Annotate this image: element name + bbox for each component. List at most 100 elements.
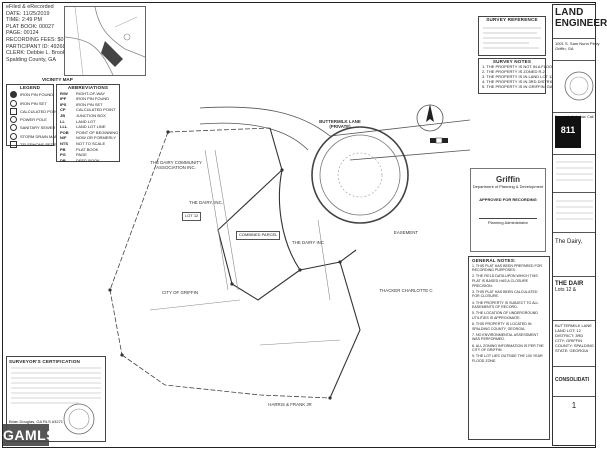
abbreviation-row: IPF IRON PIN FOUND: [60, 96, 116, 101]
abbreviation-code: PB: [60, 146, 66, 152]
revisions: [553, 193, 595, 233]
general-notes-title: GENERAL NOTES:: [472, 258, 516, 263]
recording-stamp: eFiled & eRecorded DATE: 11/25/2019 TIME…: [6, 4, 81, 63]
abbreviation-meaning: LAND LOT LINE: [76, 124, 106, 130]
abbreviation-row: LLL LAND LOT LINE: [60, 124, 116, 129]
gamls-watermark: GAMLS: [3, 424, 56, 446]
pin-markers: [108, 130, 342, 400]
vicinity-map: [64, 6, 146, 76]
abbreviation-row: IPS IRON PIN SET: [60, 102, 116, 107]
abbreviation-code: R/W: [60, 90, 68, 96]
abbreviation-row: PG PAGE: [60, 152, 116, 157]
surveyor-signature: Brian Douglas, GA RLS #3271: [9, 419, 64, 424]
abbreviation-code: DB: [60, 157, 66, 163]
owner-harris-label: HARRIS & FRANK JR: [268, 402, 312, 407]
survey-reference-title: SURVEY REFERENCE: [486, 17, 538, 22]
abbreviation-meaning: JUNCTION BOX: [76, 112, 106, 118]
owner-mid-label: THE DAIRY, INC.: [189, 200, 223, 205]
survey-notes-title: SURVEY NOTES: [492, 59, 532, 64]
seal-area: [553, 61, 595, 113]
abbreviation-code: N/F: [60, 135, 67, 141]
engineer-seal-icon: [564, 71, 594, 101]
legend-item: STORM DRAIN MANHOLE: [10, 132, 69, 140]
drawing-title: CONSOLIDATI: [553, 367, 595, 397]
survey-reference-lines: [483, 27, 541, 49]
legend-item: CALCULATED POINT: [10, 107, 60, 115]
triangle-icon: [10, 107, 17, 115]
legend-item: IRON PIN SET: [10, 99, 50, 107]
location-info: BUTTERMILK LANE LAND LOT: 12 DISTRICT: 3…: [553, 321, 595, 367]
abbreviation-row: LL LAND LOT: [60, 119, 116, 124]
power-pole-icon: [10, 116, 17, 124]
abbreviation-row: N/F NOW OR FORMERLY: [60, 135, 116, 140]
legend-item: IRON PIN FOUND: [10, 91, 53, 99]
lot-lines: [217, 127, 361, 399]
signature-line: [479, 218, 537, 219]
vicinity-map-label: VICINITY MAP: [42, 77, 73, 82]
iron-pin-set-icon: [10, 99, 17, 107]
abbreviation-code: CP: [60, 107, 66, 113]
company-address: 1001 S. Sam Nunn Pkwy Griffin, GA: [553, 39, 599, 61]
abbreviation-row: R/W RIGHT-OF-WAY: [60, 91, 116, 96]
abbreviation-meaning: POINT OF BEGINNING: [76, 129, 119, 135]
manhole-icon: [10, 124, 17, 132]
cul-de-sac-island: [337, 152, 383, 198]
abbreviation-row: PB PLAT BOOK: [60, 147, 116, 152]
abbreviation-meaning: CALCULATED POINT: [76, 107, 116, 113]
legend-box: LEGEND IRON PIN FOUND IRON PIN SET CALCU…: [6, 84, 76, 149]
abbreviations-list: R/W RIGHT-OF-WAY IPF IRON PIN FOUND IPS IRON …: [57, 91, 119, 163]
abbreviation-code: LLL: [60, 124, 68, 130]
abbreviation-meaning: PAGE: [76, 152, 87, 158]
cul-de-sac-outer: [311, 126, 409, 224]
abbreviations-title: ABBREVIATIONS: [67, 85, 109, 90]
project-name: The Dairy,: [553, 233, 595, 277]
storm-drain-icon: [10, 132, 17, 140]
abbreviation-code: POB: [60, 129, 69, 135]
vicinity-map-drawing: [64, 6, 146, 76]
owner-right-label: THE DAIRY INC: [291, 240, 325, 245]
project-info: [553, 155, 595, 193]
north-arrow-icon: [416, 104, 444, 132]
abbreviation-meaning: DEED BOOK: [76, 157, 100, 163]
easement-label: EASEMENT: [393, 230, 419, 235]
lot-12-box: LOT 12: [182, 212, 202, 221]
legend-item: TELEPHONE PEDESTAL: [10, 141, 66, 149]
abbreviation-meaning: NOT TO SCALE: [76, 140, 106, 146]
abbreviation-code: PG: [60, 152, 66, 158]
owner-top-label: THE DAIRY COMMUNITY ASSOCIATION INC.: [150, 160, 202, 171]
certification-text-lines: [11, 367, 101, 404]
abbreviations-box: ABBREVIATIONS R/W RIGHT-OF-WAY IPF IRON PIN…: [56, 84, 120, 163]
scale-bar: [430, 137, 448, 144]
abbreviation-code: LL: [60, 118, 65, 124]
abbreviation-meaning: IRON PIN FOUND: [76, 96, 110, 102]
survey-reference-box: SURVEY REFERENCE: [478, 16, 546, 56]
surveyor-certification-title: SURVEYOR'S CERTIFICATION: [9, 359, 81, 364]
telephone-pedestal-icon: [10, 141, 17, 149]
call-811-icon: 811: [555, 116, 581, 148]
abbreviation-code: IPF: [60, 96, 67, 102]
legend-title: LEGEND: [19, 85, 41, 90]
abbreviation-meaning: NOW OR FORMERLY: [76, 135, 116, 141]
sheet-title: THE DAIR Lots 12 &: [553, 277, 595, 321]
abbreviation-meaning: LAND LOT: [76, 118, 96, 124]
legend-item: SANITARY SEWER MANHOLE: [10, 124, 76, 132]
abbreviation-row: CP CALCULATED POINT: [60, 107, 116, 112]
abbreviation-meaning: PLAT BOOK: [76, 146, 99, 152]
griffin-approval-block: Griffin Department of Planning & Develop…: [470, 168, 546, 252]
abbreviation-meaning: IRON PIN SET: [76, 101, 103, 107]
abbreviation-code: IPS: [60, 101, 67, 107]
general-notes-box: GENERAL NOTES: 1. THIS PLAT HAS BEEN PRE…: [468, 256, 550, 440]
project-info-lines: [556, 161, 593, 181]
company-logo: LAND ENGINEER: [553, 5, 607, 39]
city-label: CITY OF GRIFFIN: [161, 290, 199, 295]
survey-notes-box: SURVEY NOTES 1. THE PROPERTY IS NOT IN A…: [478, 58, 568, 94]
combined-parcel-box: COMBINED PARCEL: [236, 231, 281, 240]
abbreviation-row: DB DEED BOOK: [60, 158, 116, 163]
abbreviation-row: POB POINT OF BEGINNING: [60, 129, 119, 135]
surveyor-seal-icon: [63, 403, 95, 435]
legend-item: POWER POLE: [10, 116, 50, 124]
abbreviation-meaning: RIGHT-OF-WAY: [76, 90, 106, 96]
